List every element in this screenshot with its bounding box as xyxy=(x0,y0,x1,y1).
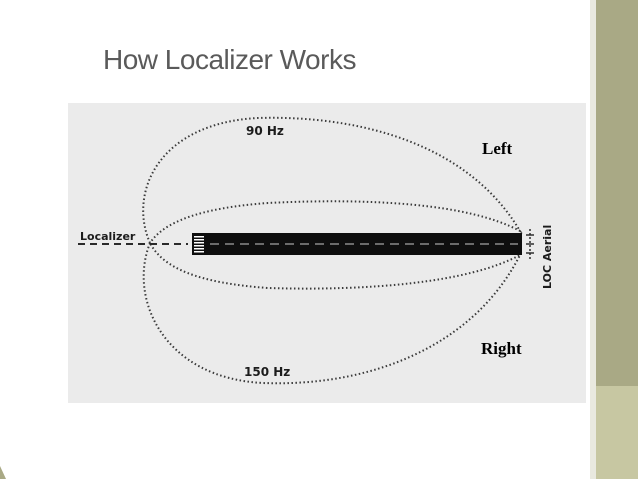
side-accent-bar-bottom xyxy=(596,386,638,479)
loc-aerial-icon xyxy=(526,229,534,259)
runway xyxy=(192,233,522,255)
runway-threshold xyxy=(194,236,204,253)
localizer-diagram-svg: 90 Hz 150 Hz Localizer LOC Aerial xyxy=(78,116,554,385)
label-loc-aerial: LOC Aerial xyxy=(541,225,554,289)
label-left: Left xyxy=(482,139,513,158)
side-accent-bar-top xyxy=(596,0,638,398)
lobe-150hz xyxy=(142,240,523,385)
slide-title: How Localizer Works xyxy=(103,44,356,75)
localizer-diagram: 90 Hz 150 Hz Localizer LOC Aerial Left R… xyxy=(68,103,586,403)
label-localizer: Localizer xyxy=(80,230,136,243)
lobe-90hz xyxy=(142,116,523,246)
label-150hz: 150 Hz xyxy=(244,365,290,379)
side-stripe xyxy=(590,0,596,479)
corner-accent xyxy=(0,466,6,479)
label-right: Right xyxy=(481,339,522,358)
label-90hz: 90 Hz xyxy=(246,124,284,138)
